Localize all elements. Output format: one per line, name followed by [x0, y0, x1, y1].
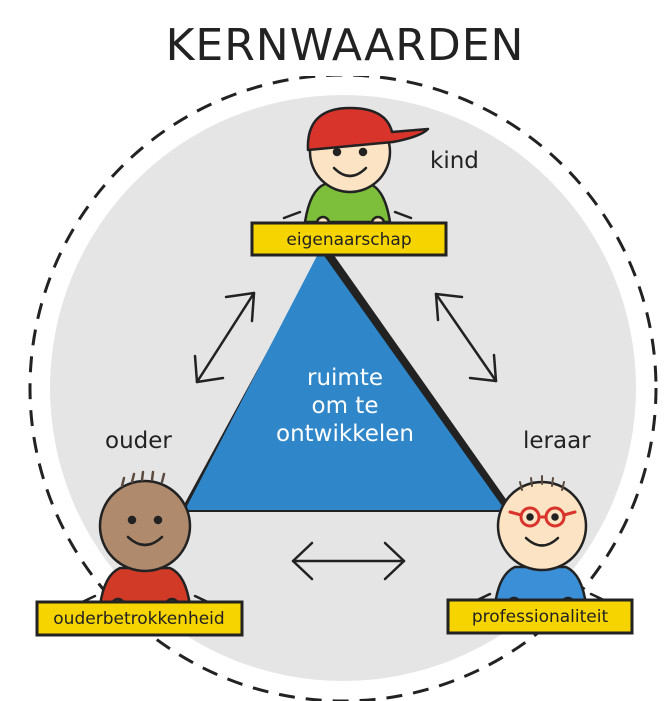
- double-arrow-icon-right: [434, 292, 498, 383]
- glasses-icon: [508, 506, 577, 528]
- parent-head: [98, 479, 192, 573]
- double-arrow-icon-left: [193, 291, 256, 384]
- parent-shirt: [98, 566, 192, 608]
- role-label-leraar: leraar: [523, 428, 591, 454]
- teacher-figure: [471, 475, 610, 612]
- center-line-1: ruimte: [307, 365, 383, 391]
- value-eigenaarschap: eigenaarschap: [286, 230, 411, 250]
- teacher-head: [496, 480, 588, 572]
- teacher-shirt: [493, 565, 588, 607]
- center-line-2: om te: [312, 393, 379, 419]
- page-title: KERNWAARDEN: [166, 20, 525, 71]
- value-box-eigenaarschap: eigenaarschap: [250, 221, 448, 257]
- title-backing: [210, 10, 490, 76]
- center-triangle: [185, 250, 505, 510]
- dashed-ring: [28, 73, 658, 701]
- value-professionaliteit: professionaliteit: [472, 607, 609, 627]
- value-box-ouderbetrokkenheid: ouderbetrokkenheid: [35, 600, 244, 637]
- value-ouderbetrokkenheid: ouderbetrokkenheid: [53, 609, 224, 629]
- cap-icon: [306, 106, 430, 152]
- kid-figure: [282, 106, 430, 231]
- role-label-kind: kind: [430, 148, 479, 174]
- value-box-professionaliteit: professionaliteit: [446, 598, 634, 635]
- double-arrow-icon-bottom: [291, 541, 406, 581]
- role-label-ouder: ouder: [105, 428, 172, 454]
- center-line-3: ontwikkelen: [276, 421, 414, 447]
